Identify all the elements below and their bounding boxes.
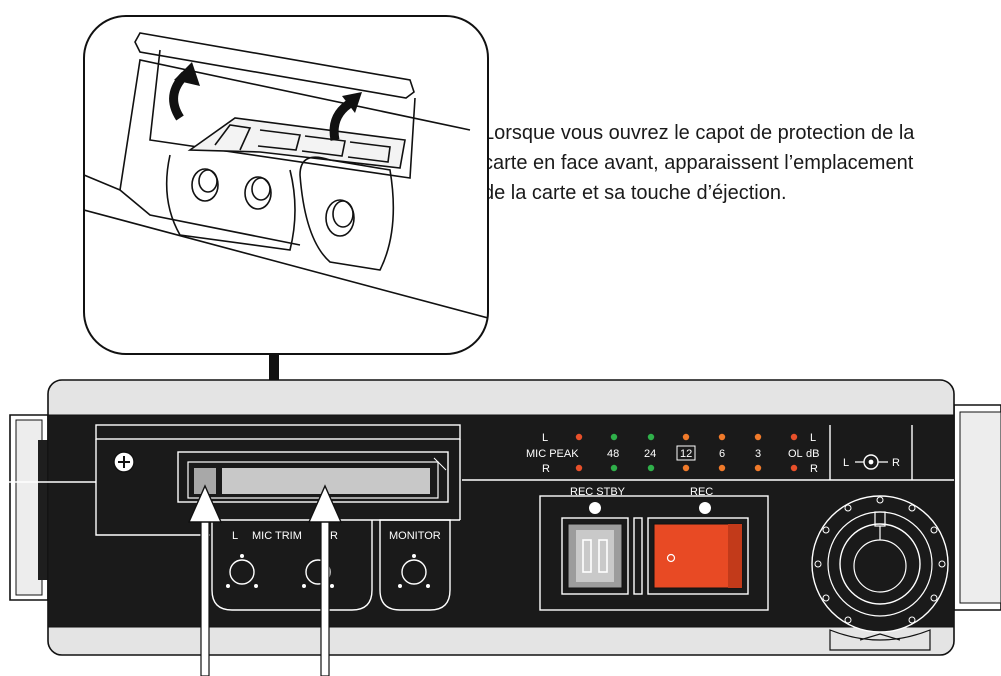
meter-right-channel-label: R — [542, 463, 550, 475]
output-left-label: L — [843, 457, 849, 469]
meter-unit-db: dB — [806, 448, 819, 460]
mic-peak-led-l — [575, 433, 583, 441]
meter-48-led-r — [610, 464, 618, 472]
caption-line-1: Lorsque vous ouvrez le capot de protecti… — [483, 122, 915, 144]
stereo-output-jack[interactable]: L R — [843, 454, 900, 470]
meter-3-led-l — [754, 433, 762, 441]
pointer-arrow-shaft — [269, 354, 279, 398]
caption-line-2: carte en face avant, apparaissent l’empl… — [483, 152, 914, 174]
mic-peak-label: MIC PEAK — [526, 448, 579, 460]
meter-scale-48: 48 — [607, 448, 619, 460]
mic-peak-led-r — [575, 464, 583, 472]
record-dot-icon — [666, 553, 676, 563]
callout-arrows — [187, 484, 343, 676]
mic-trim-right-label: R — [330, 530, 338, 542]
meter-12-led-r — [682, 464, 690, 472]
rec-indicator — [699, 502, 711, 514]
meter-scale-12: 12 — [680, 448, 692, 460]
meter-scale-24: 24 — [644, 448, 656, 460]
rec-label: REC — [690, 486, 713, 498]
record-controls: REC STBY REC — [539, 486, 769, 611]
rec-stby-button[interactable] — [567, 523, 623, 589]
rec-button[interactable] — [653, 523, 743, 589]
rec-stby-label: REC STBY — [570, 486, 626, 498]
screw-icon — [113, 451, 135, 473]
mic-trim-label: MIC TRIM — [252, 530, 302, 542]
meter-6-led-r — [718, 464, 726, 472]
inset-detail — [83, 15, 489, 355]
meter-12-led-l — [682, 433, 690, 441]
meter-ol-led-l — [790, 433, 798, 441]
output-right-label: R — [892, 457, 900, 469]
meter-24-led-r — [647, 464, 655, 472]
monitor-label: MONITOR — [389, 530, 441, 542]
meter-scale-6: 6 — [719, 448, 725, 460]
rec-stby-indicator — [589, 502, 601, 514]
card-cover-area — [95, 424, 461, 536]
caption-text: Lorsque vous ouvrez le capot de protecti… — [483, 118, 1001, 208]
meter-24-led-l — [647, 433, 655, 441]
meter-3-led-r — [754, 464, 762, 472]
jog-dial[interactable] — [811, 495, 949, 651]
meter-ol-led-r — [790, 464, 798, 472]
level-meter: L MIC PEAK R 48 24 12 6 3 OL dB L R — [526, 432, 819, 475]
meter-scale-ol: OL — [788, 448, 803, 460]
meter-left-channel-label: L — [542, 432, 548, 444]
pause-icon — [582, 539, 592, 573]
caption-line-3: de la carte et sa touche d’éjection. — [483, 182, 787, 204]
meter-right-r-label: R — [810, 463, 818, 475]
meter-48-led-l — [610, 433, 618, 441]
eject-button[interactable] — [194, 468, 216, 494]
monitor-knob[interactable] — [401, 559, 427, 585]
mic-trim-left-label: L — [232, 530, 238, 542]
meter-6-led-l — [718, 433, 726, 441]
meter-scale-3: 3 — [755, 448, 761, 460]
meter-right-l-label: L — [810, 432, 816, 444]
mic-trim-left-knob[interactable] — [229, 559, 255, 585]
